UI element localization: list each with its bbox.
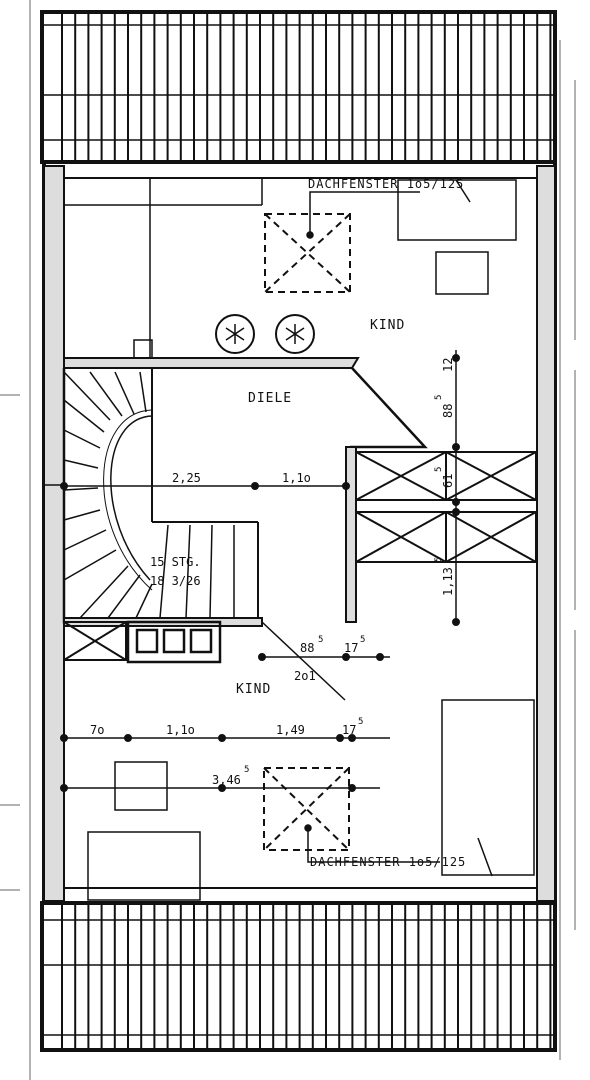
dim-12: 12 [441,358,455,372]
dim-88-vertical: 88 [441,404,455,418]
stair-count-label: 15 STG. [150,555,201,569]
desk-bottom [114,761,168,811]
wash-basins [215,314,315,354]
skylight-top [264,213,351,293]
window-label-top: DACHFENSTER 1o5/125 [308,177,464,191]
dimension-ticks [60,354,460,792]
dimension-lines [64,350,457,789]
roof-area-bottom [40,901,557,1052]
skylight-bottom [263,767,350,851]
dim-61: 61 [441,474,455,488]
dim-201: 2o1 [294,669,316,683]
dim-88-horizontal: 88 [300,641,314,655]
desk-top [435,251,489,295]
dim-113: 1,13 [441,567,455,596]
closet-lower [355,511,537,563]
dim-113-sup: 5 [434,557,444,562]
dimension-tick [452,508,460,516]
bed-top [397,179,517,241]
storage-box [63,621,127,661]
dimension-tick [258,653,266,661]
dim-110-upper: 1,1o [282,471,311,485]
dim-70: 7o [90,723,104,737]
dim-61-sup: 5 [434,467,444,472]
dim-346-sup: 5 [244,765,249,775]
staircase [44,371,235,619]
dimension-tick [336,734,344,742]
dimension-tick [60,734,68,742]
roof-area-top [40,10,557,164]
dim-17-upper-sup: 5 [360,635,365,645]
chimney [126,620,222,664]
dimension-tick [342,482,350,490]
furniture [87,179,535,901]
room-label-kind-top: KIND [370,318,405,333]
dimension-tick [452,498,460,506]
wardrobe-bottom [87,831,201,901]
dimension-tick [342,653,350,661]
dimension-tick [452,443,460,451]
dimension-tick [251,482,259,490]
dim-17-upper: 17 [344,641,358,655]
dimension-tick [124,734,132,742]
dim-17-lower: 17 [342,723,356,737]
room-label-diele: DIELE [248,391,292,406]
dimension-tick [452,354,460,362]
dim-88-vertical-sup: 5 [434,395,444,400]
dim-346: 3,46 [212,773,241,787]
dim-17-lower-sup: 5 [358,717,363,727]
dim-225: 2,25 [172,471,201,485]
dimension-tick [376,653,384,661]
room-label-kind-bottom: KIND [236,682,271,697]
dimension-tick [60,482,68,490]
window-label-bottom: DACHFENSTER 1o5/125 [310,855,466,869]
dimension-tick [348,734,356,742]
dimension-tick [218,784,226,792]
adjacent-walls [0,0,576,1080]
bed-bottom [441,699,535,876]
closet-upper [355,451,537,501]
stair-ratio-label: 18 3/26 [150,574,201,588]
dim-149: 1,49 [276,723,305,737]
dimension-tick [348,784,356,792]
skylight-leaders [304,179,493,877]
dim-110-lower: 1,1o [166,723,195,737]
dimension-tick [60,784,68,792]
dimension-tick [218,734,226,742]
dim-88-horizontal-sup: 5 [318,635,323,645]
dimension-tick [452,618,460,626]
